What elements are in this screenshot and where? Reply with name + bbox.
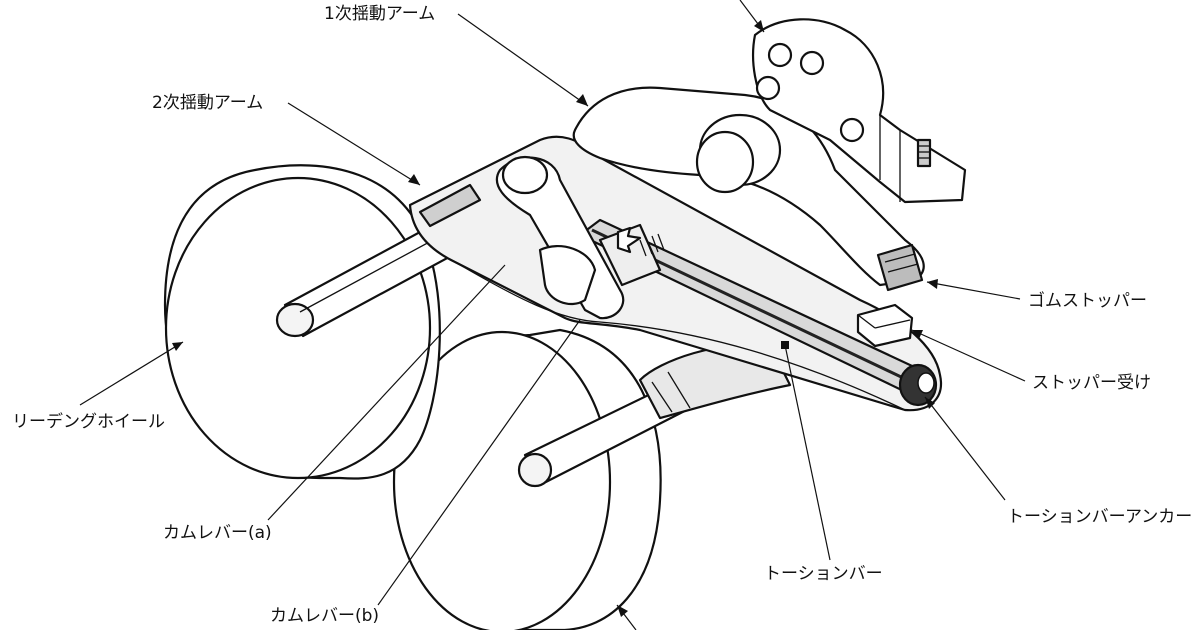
label-leading-wheel: リーデングホイール [12,411,165,432]
leader-secondary-arm [287,102,421,186]
leader-lines [79,0,1026,631]
leader-rubber-stopper [926,281,1021,300]
primary-swing-arm [572,86,925,287]
leader-primary-arm [457,13,589,107]
label-secondary-swing-arm: 2次揺動アーム [152,93,263,113]
labels: 1次揺動アーム 2次揺動アーム ゴムストッパー ストッパー受け リーデングホイー… [12,4,1192,626]
leader-leading-wheel [79,341,184,406]
label-rubber-stopper: ゴムストッパー [1028,290,1147,311]
leader-cam-lever-a [267,264,506,521]
leader-torsion-anchor [924,396,1006,501]
leader-stopper-seat [911,329,1026,382]
leader-torsion-bar [784,344,831,561]
cam-levers [495,155,665,320]
label-cam-lever-a: カムレバー(a) [163,523,272,543]
mounting-bracket [752,18,967,204]
torsion-bar [578,218,938,407]
stud [916,138,932,168]
bolt-heads [755,42,865,143]
label-stopper-seat: ストッパー受け [1032,373,1151,393]
rubber-stopper [876,243,924,292]
label-cam-lever-b: カムレバー(b) [270,606,379,626]
label-torsion-bar: トーションバー [764,564,883,584]
leader-cam-lever-b [377,319,581,606]
splined-coupling [639,233,665,257]
stopper-seat [856,303,914,348]
label-torsion-bar-anchor: トーションバーアンカー [1007,507,1192,527]
label-primary-swing-arm: 1次揺動アーム [324,4,435,24]
